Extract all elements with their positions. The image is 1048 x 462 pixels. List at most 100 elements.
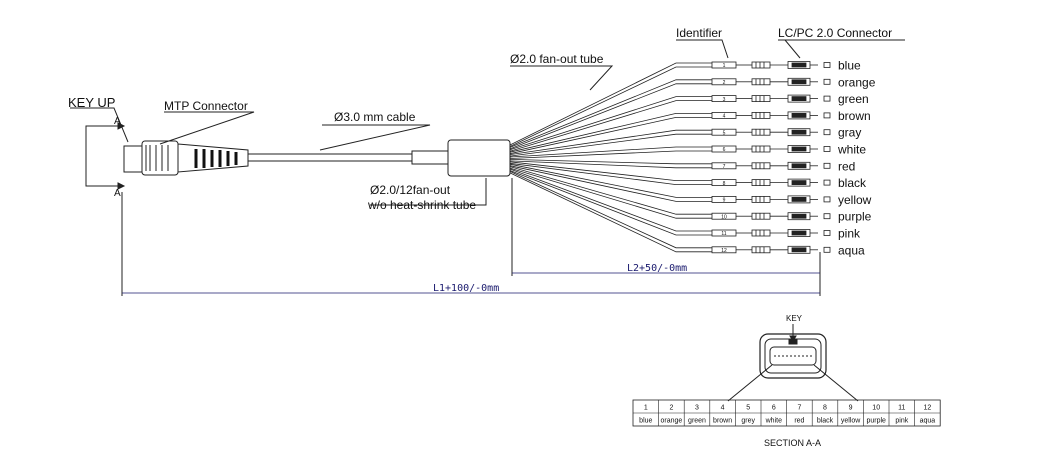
identifier-label: Identifier	[676, 26, 722, 40]
ferrule	[823, 162, 831, 169]
identifier-number: 11	[721, 231, 726, 237]
ferrule	[823, 95, 831, 102]
fiber-color-label: yellow	[838, 193, 872, 207]
lc-latch	[791, 62, 807, 68]
fanout-tube	[509, 129, 712, 157]
fiber-color-label: gray	[838, 126, 861, 140]
table-cell-number: 10	[872, 405, 880, 412]
fiber-color-label: red	[838, 159, 855, 173]
table-cell-number: 6	[772, 405, 776, 412]
fiber-color-label: blue	[838, 59, 861, 73]
fanout-label-line1: Ø2.0/12fan-out	[370, 183, 451, 197]
table-cell-number: 2	[669, 405, 673, 412]
lc-connector: 6	[711, 145, 831, 153]
table-cell-color: brown	[713, 418, 732, 425]
lc-connector: 3	[711, 94, 831, 103]
boot	[751, 195, 771, 203]
lc-connector: 12	[711, 245, 831, 254]
boot	[751, 61, 771, 69]
identifier-number: 5	[723, 130, 726, 136]
identifier-number: 1	[723, 63, 726, 69]
lc-latch	[791, 113, 807, 118]
lc-latch	[791, 146, 807, 152]
ferrule	[823, 62, 831, 68]
table-cell-color: orange	[661, 418, 683, 425]
fiber-color-label: pink	[838, 227, 861, 241]
lc-latch	[791, 79, 807, 85]
lc-latch	[791, 230, 807, 236]
identifier-number: 3	[723, 97, 726, 103]
table-cell-color: yellow	[841, 418, 861, 425]
table-cell-color: blue	[639, 418, 652, 425]
table-cell-color: pink	[895, 418, 908, 425]
cable-transition	[411, 150, 449, 165]
lc-connector: 1	[711, 61, 831, 69]
table-cell-number: 7	[797, 405, 801, 412]
ferrule	[823, 196, 831, 203]
lc-connector: 4	[711, 111, 831, 120]
ferrule	[823, 230, 831, 236]
fanout-tube	[509, 146, 712, 159]
table-cell-number: 5	[746, 405, 750, 412]
boot	[751, 162, 771, 170]
identifier-number: 2	[723, 80, 726, 86]
section-marker-top: A	[114, 116, 121, 127]
fanout-tube	[509, 166, 712, 219]
fiber-color-label: purple	[838, 210, 872, 224]
boot	[751, 246, 771, 254]
lc-connector: 7	[711, 161, 831, 170]
ferrule	[823, 112, 831, 119]
section-marker-bottom: A	[114, 188, 121, 199]
lc-latch	[791, 213, 807, 219]
ferrule	[823, 246, 831, 253]
table-cell-color: white	[765, 418, 782, 425]
identifier-number: 4	[723, 114, 726, 120]
fiber-color-label: white	[837, 143, 866, 157]
table-cell-number: 3	[695, 405, 699, 412]
mtp-connector-body	[123, 145, 143, 173]
l2-dimension-label: L2+50/-0mm	[627, 263, 687, 274]
boot	[751, 112, 771, 119]
fanout-block	[447, 139, 511, 177]
boot-ribs	[194, 149, 238, 168]
lc-connector: 8	[711, 178, 831, 187]
table-cell-color: green	[688, 418, 706, 425]
fanout-label-line2: w/o heat-shrink tube	[367, 198, 476, 212]
table-cell-number: 11	[898, 405, 905, 412]
fanout-tube	[509, 163, 712, 202]
fanout-tube	[509, 171, 712, 253]
table-cell-color: black	[817, 418, 834, 425]
boot	[751, 95, 771, 102]
lc-connector: 2	[711, 77, 831, 86]
boot	[751, 229, 771, 237]
fiber-color-label: black	[838, 176, 867, 190]
identifier-number: 12	[721, 248, 727, 254]
fiber-color-label: orange	[838, 75, 876, 89]
lc-connector: 10	[711, 212, 831, 220]
lc-latch	[791, 247, 807, 253]
identifier-number: 10	[721, 214, 727, 220]
ferrule	[823, 213, 831, 220]
identifier-number: 6	[723, 147, 726, 153]
lc-latch	[791, 129, 807, 135]
identifier-number: 9	[723, 198, 726, 204]
lc-connector-label: LC/PC 2.0 Connector	[778, 26, 892, 40]
table-cell-number: 1	[644, 405, 648, 412]
fanout-tube	[509, 159, 712, 169]
table-cell-color: aqua	[920, 418, 936, 425]
table-cell-color: red	[794, 418, 804, 425]
key-label: KEY	[786, 314, 803, 323]
table-cell-number: 8	[823, 405, 827, 412]
identifier-number: 8	[723, 181, 726, 187]
lc-latch	[791, 96, 807, 101]
lc-latch	[791, 180, 807, 186]
lc-connector: 9	[711, 195, 831, 204]
table-cell-color: grey	[741, 418, 755, 425]
fiber-color-label: aqua	[838, 243, 865, 257]
fiber-color-label: brown	[838, 109, 871, 123]
lc-latch	[791, 196, 807, 202]
fanout-tube	[509, 62, 712, 147]
table-cell-color: purple	[866, 418, 886, 425]
boot	[751, 145, 771, 153]
key-up-label: KEY UP	[68, 95, 115, 110]
